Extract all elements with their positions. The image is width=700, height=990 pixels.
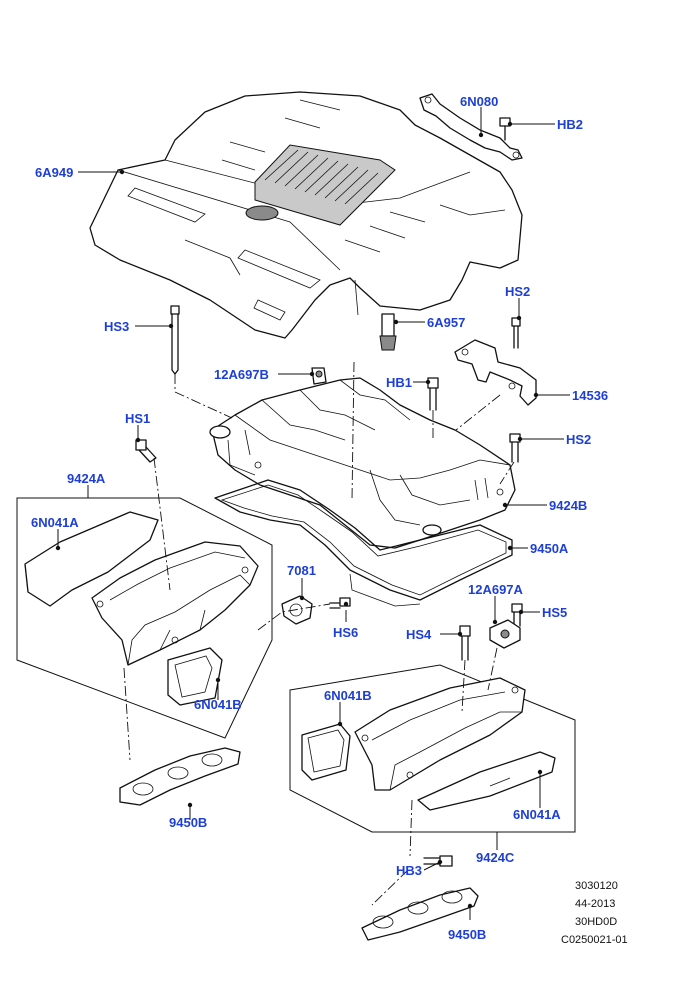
fitting-6a957	[379, 313, 397, 351]
bolt-hs2-lower	[509, 433, 521, 463]
gasket-9450b-right	[361, 887, 479, 941]
gasket-9450b-left	[119, 747, 241, 806]
callout-6n041b-left: 6N041B	[194, 697, 242, 712]
callout-hb1: HB1	[386, 375, 412, 390]
callout-6a957: 6A957	[427, 315, 465, 330]
engine-cover	[89, 91, 523, 339]
bracket-14536	[454, 339, 537, 406]
insulator-6n041b-right	[301, 723, 351, 781]
assembly-lines	[123, 361, 515, 906]
frame-9424c	[289, 664, 576, 833]
bolt-hs1	[135, 439, 157, 463]
intake-manifold	[209, 377, 516, 549]
callout-6n080: 6N080	[460, 94, 498, 109]
callout-hb2: HB2	[557, 117, 583, 132]
plenum-9424a	[91, 541, 259, 666]
callout-hb3: HB3	[396, 863, 422, 878]
reference-line-2: 44-2013	[575, 898, 615, 910]
callout-9450a: 9450A	[530, 541, 569, 556]
sensor-12a697b	[311, 367, 327, 385]
wiring-harness-bracket	[419, 93, 523, 161]
callout-7081: 7081	[287, 563, 316, 578]
callout-6n041a-right: 6N041A	[513, 807, 561, 822]
reference-line-1: 3030120	[575, 880, 618, 892]
callout-hs5: HS5	[542, 605, 567, 620]
callout-12a697b: 12A697B	[214, 367, 269, 382]
callout-9424b: 9424B	[549, 498, 587, 513]
callout-6n041b-right: 6N041B	[324, 688, 372, 703]
bolt-hs3	[170, 305, 180, 375]
callout-labels: 6N080 HB2 6A949 HS2 HS3 6A957 12A697B HB…	[31, 94, 608, 942]
reference-block: 3030120 44-2013 30HD0D C0250021-01	[561, 880, 628, 946]
insulator-6n041a-left	[24, 511, 159, 607]
bolt-hb3	[423, 855, 453, 867]
callout-hs2-lower: HS2	[566, 432, 591, 447]
bolt-hs4	[459, 625, 471, 661]
callout-9450b-left: 9450B	[169, 815, 207, 830]
reference-line-3: 30HD0D	[575, 916, 617, 928]
callout-14536: 14536	[572, 388, 608, 403]
plenum-9424c	[354, 677, 526, 791]
callout-hs6: HS6	[333, 625, 358, 640]
callout-6n041a-left: 6N041A	[31, 515, 79, 530]
leader-lines	[57, 107, 570, 920]
callout-hs2-upper: HS2	[505, 284, 530, 299]
callout-9424a: 9424A	[67, 471, 106, 486]
callout-9450b-right: 9450B	[448, 927, 486, 942]
callout-hs4: HS4	[406, 627, 432, 642]
callout-6a949: 6A949	[35, 165, 73, 180]
gasket-9450a	[214, 479, 513, 607]
bolt-hs5	[511, 603, 523, 627]
bolt-hb2	[499, 117, 511, 141]
callout-12a697a: 12A697A	[468, 582, 524, 597]
insulator-6n041a-right	[417, 751, 556, 811]
leader-dots	[55, 121, 543, 909]
adapter-7081	[281, 595, 313, 625]
callout-hs3: HS3	[104, 319, 129, 334]
bolt-hs2-upper	[511, 317, 521, 349]
callout-hs1: HS1	[125, 411, 150, 426]
insulator-6n041b-left	[167, 647, 223, 706]
bolt-hb1	[427, 377, 439, 411]
callout-9424c: 9424C	[476, 850, 515, 865]
reference-line-4: C0250021-01	[561, 934, 628, 946]
sensor-12a697a	[489, 619, 521, 649]
frame-9424a	[16, 497, 273, 739]
